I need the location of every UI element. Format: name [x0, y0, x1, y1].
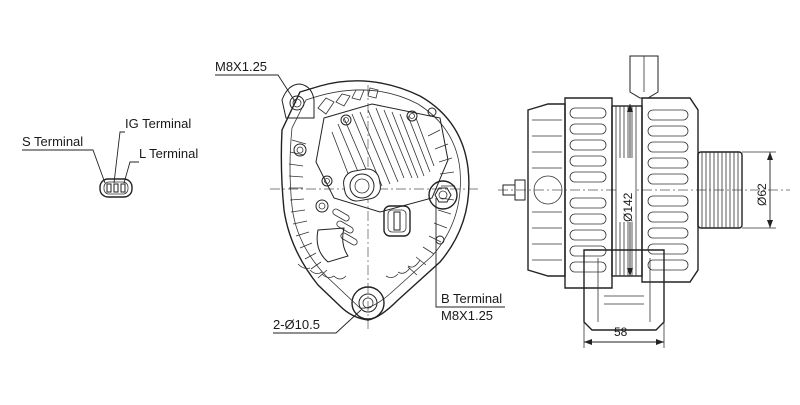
rear-housing-fins [569, 107, 607, 273]
mount-holes-label: 2-Ø10.5 [273, 317, 320, 332]
connector-icon [99, 178, 133, 198]
bottom-mount-hole [358, 293, 378, 313]
s-terminal-label: S Terminal [22, 134, 83, 149]
stator-diameter-label: Ø142 [621, 192, 635, 222]
pulley-diameter-label: Ø62 [755, 183, 769, 206]
rear-housing [564, 97, 613, 289]
b-terminal-stud [428, 180, 458, 210]
connector-detail: S Terminal IG Terminal L Terminal [22, 116, 198, 198]
b-terminal-label: B Terminal [441, 291, 502, 306]
ig-terminal-label: IG Terminal [125, 116, 191, 131]
side-view: Ø142 Ø62 58 [498, 55, 790, 348]
ig-terminal-leader [113, 131, 125, 184]
l-terminal-leader [123, 161, 139, 184]
pulley [697, 151, 743, 229]
bottom-mount-ear [351, 286, 385, 320]
top-mount-hole [289, 95, 305, 111]
housing-connector [383, 205, 411, 237]
rear-view: M8X1.25 B Terminal M8X1.25 2-Ø10.5 [215, 59, 505, 334]
top-thread-label: M8X1.25 [215, 59, 267, 74]
b-terminal-leader [435, 198, 505, 308]
top-mount-ear [281, 83, 315, 119]
front-housing-fins [647, 109, 689, 271]
top-fins [317, 87, 379, 115]
s-terminal-leader [22, 149, 106, 184]
top-thread-leader [215, 74, 297, 104]
b-terminal-thread-label: M8X1.25 [441, 308, 493, 323]
brush-holder [316, 208, 358, 263]
front-housing [641, 97, 699, 283]
rectifier-block [315, 103, 449, 213]
l-terminal-label: L Terminal [139, 146, 198, 161]
studs [293, 107, 445, 245]
cooling-slots-left [288, 139, 347, 280]
housing-outline [280, 80, 470, 321]
body-width-label: 58 [614, 325, 628, 339]
cooling-slots-right [385, 129, 455, 278]
mount-holes-leader [273, 309, 362, 334]
